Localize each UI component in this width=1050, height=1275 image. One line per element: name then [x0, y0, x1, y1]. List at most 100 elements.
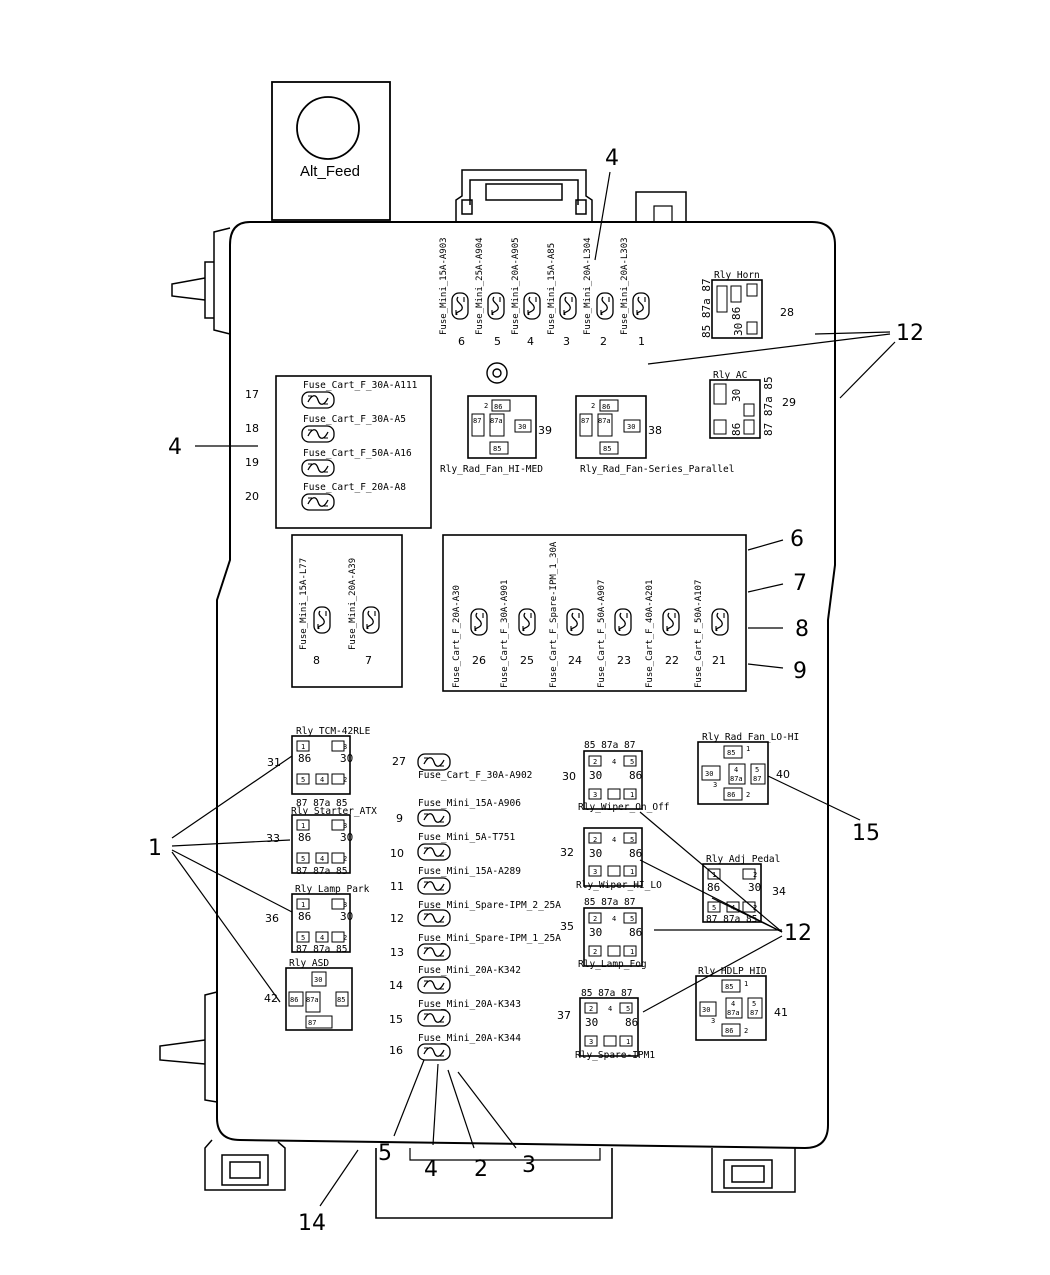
relay-lamp-park-label: Rly_Lamp_Park	[295, 884, 370, 895]
svg-text:1: 1	[746, 745, 750, 753]
svg-text:Fuse_Mini_Spare-IPM_1_25A: Fuse_Mini_Spare-IPM_1_25A	[418, 933, 561, 944]
svg-text:4: 4	[731, 1000, 735, 1008]
svg-text:2: 2	[343, 934, 347, 942]
svg-text:22: 22	[665, 654, 679, 667]
svg-text:1: 1	[301, 743, 305, 751]
relay-asd-label: Rly_ASD	[289, 958, 329, 969]
fuse-5-num: 5	[494, 335, 501, 348]
svg-text:24: 24	[568, 654, 582, 667]
relay-adj-pedal-num: 34	[772, 885, 786, 898]
fuse-6-num: 6	[458, 335, 465, 348]
top-connector	[455, 169, 593, 222]
fuse-26: Fuse_Cart_F_20A-A30 26	[452, 585, 488, 688]
svg-text:30: 30	[589, 847, 602, 860]
svg-text:5: 5	[755, 766, 759, 774]
fuse-7-label: Fuse_Mini_20A-A39	[348, 558, 358, 650]
svg-text:Fuse_Cart_F_Spare-IPM_1_30A: Fuse_Cart_F_Spare-IPM_1_30A	[549, 541, 559, 688]
fuse-14: Fuse_Mini_20A-K342 14	[389, 965, 521, 994]
fuse-4-num: 4	[527, 335, 534, 348]
svg-text:26: 26	[472, 654, 486, 667]
callout-1: 1	[148, 836, 162, 861]
svg-text:4: 4	[612, 758, 616, 766]
svg-text:2: 2	[591, 402, 595, 410]
relay-wiper-hi-lo-label: Rly_Wiper_HI_LO	[576, 880, 662, 891]
svg-text:87 87a 85: 87 87a 85	[706, 914, 757, 925]
relay-rad-fan-series-label: Rly_Rad_Fan-Series_Parallel	[580, 464, 734, 475]
relay-ac-num: 29	[782, 396, 796, 409]
relay-ac: Rly_AC 30 86 87 87a 85 29	[709, 370, 796, 439]
cart-fuse-block-middle: Fuse_Cart_F_20A-A30 26 Fuse_Cart_F_30A-A…	[442, 534, 747, 692]
svg-text:16: 16	[389, 1044, 403, 1057]
svg-text:3: 3	[593, 868, 597, 876]
fuse-25: Fuse_Cart_F_30A-A901 25	[500, 580, 536, 688]
svg-text:86: 86	[298, 831, 311, 844]
svg-text:1: 1	[744, 980, 748, 988]
relay-39-num: 39	[538, 424, 552, 437]
svg-text:2: 2	[593, 836, 597, 844]
fuse-5-label: Fuse_Mini_25A-A904	[475, 237, 485, 335]
svg-text:2: 2	[343, 855, 347, 863]
relay-hdlp-hid-num: 41	[774, 1006, 788, 1019]
svg-text:30: 30	[627, 423, 635, 431]
svg-text:87 87a 85: 87 87a 85	[296, 798, 347, 809]
svg-text:Fuse_Cart_F_30A-A5: Fuse_Cart_F_30A-A5	[303, 414, 406, 425]
fuse-8-label: Fuse_Mini_15A-L77	[299, 558, 309, 650]
svg-text:2: 2	[593, 915, 597, 923]
relay-horn: Rly_Horn 86 30 85 87a 87 28	[700, 270, 794, 339]
svg-text:5: 5	[752, 1000, 756, 1008]
svg-text:86: 86	[494, 403, 502, 411]
callout-8: 8	[795, 617, 809, 642]
svg-text:4: 4	[612, 836, 616, 844]
fuse-24: Fuse_Cart_F_Spare-IPM_1_30A 24	[549, 541, 584, 688]
svg-text:Fuse_Cart_F_30A-A902: Fuse_Cart_F_30A-A902	[418, 770, 532, 781]
svg-text:30: 30	[589, 769, 602, 782]
svg-text:3: 3	[343, 901, 347, 909]
fuse-16: Fuse_Mini_20A-K344 16	[389, 1033, 521, 1061]
fuse-27: Fuse_Cart_F_30A-A902 27	[392, 753, 532, 781]
relay-horn-num: 28	[780, 306, 794, 319]
svg-text:87: 87	[750, 1009, 758, 1017]
fuse-17: Fuse_Cart_F_30A-A111 17	[245, 380, 418, 409]
svg-text:30: 30	[340, 910, 353, 923]
alt-feed-stud	[296, 96, 360, 160]
svg-text:86: 86	[629, 769, 642, 782]
relay-spare-ipm1-num: 37	[557, 1009, 571, 1022]
svg-text:87a: 87a	[306, 996, 319, 1004]
svg-text:86: 86	[725, 1027, 733, 1035]
svg-text:2: 2	[744, 1027, 748, 1035]
fuse-6: Fuse_Mini_15A-A903 6	[439, 237, 469, 348]
fuse-5: Fuse_Mini_25A-A904 5	[475, 237, 505, 348]
svg-text:86: 86	[602, 403, 610, 411]
left-mount-clip-lower	[159, 991, 218, 1103]
svg-text:2: 2	[746, 791, 750, 799]
callout-4-top: 4	[605, 146, 619, 171]
callout-4-bottom: 4	[424, 1157, 438, 1182]
svg-text:87: 87	[581, 417, 589, 425]
fuse-20: Fuse_Cart_F_20A-A8 20	[245, 482, 406, 511]
svg-text:4: 4	[320, 855, 324, 863]
fuse-2: Fuse_Mini_20A-L304 2	[583, 237, 614, 348]
svg-text:87 87a 85: 87 87a 85	[296, 944, 347, 955]
svg-text:2: 2	[753, 871, 757, 879]
svg-text:30: 30	[748, 881, 761, 894]
relay-ac-label: Rly_AC	[713, 370, 747, 381]
svg-text:85 87a 87: 85 87a 87	[584, 740, 635, 751]
svg-text:86: 86	[625, 1016, 638, 1029]
relay-tcm-num: 31	[267, 756, 281, 769]
callouts: 4 12 4 6 7 8 9 1 15 12 5 4 2 3 14	[148, 146, 924, 1236]
svg-text:85: 85	[725, 983, 733, 991]
relay-wiper-on-off: 85 87a 87 30 86 2 4 5 3 1 Rly_Wiper_On_O…	[562, 740, 670, 813]
svg-text:85 87a 87: 85 87a 87	[584, 897, 635, 908]
fuse-3-label: Fuse_Mini_15A-A85	[547, 243, 557, 335]
svg-text:30: 30	[518, 423, 526, 431]
callout-12-mid: 12	[784, 921, 812, 946]
relay-lamp-fog-label: Rly_Lamp_Fog	[578, 959, 647, 970]
alt-feed-label: Alt_Feed	[300, 163, 360, 180]
relay-horn-label: Rly_Horn	[714, 270, 760, 281]
fuse-4-label: Fuse_Mini_20A-A905	[511, 237, 521, 335]
top-fuse-row: Fuse_Mini_15A-A903 6 Fuse_Mini_25A-A904 …	[439, 237, 650, 348]
svg-text:87: 87	[308, 1019, 316, 1027]
svg-text:86: 86	[290, 996, 298, 1004]
relay-starter-num: 33	[266, 832, 280, 845]
